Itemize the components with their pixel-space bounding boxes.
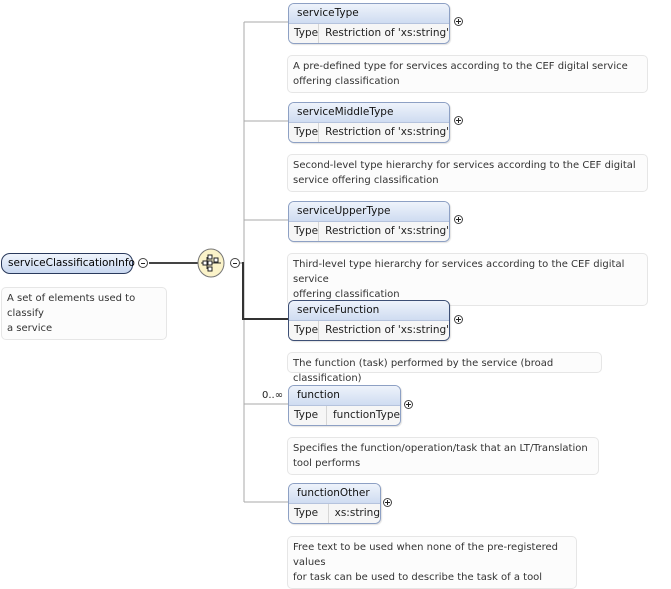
element-name: serviceUpperType: [289, 202, 449, 222]
element-documentation: Free text to be used when none of the pr…: [287, 536, 577, 589]
root-element-serviceClassificationInfo[interactable]: serviceClassificationInfo: [1, 253, 135, 274]
connector-lines: [149, 21, 288, 503]
type-row: Type Restriction of 'xs:string': [289, 222, 449, 241]
expand-icon[interactable]: [383, 498, 392, 507]
element-documentation: The function (task) performed by the ser…: [287, 352, 602, 384]
type-row: Type Restriction of 'xs:string': [289, 24, 449, 43]
element-name: functionOther: [289, 484, 380, 504]
collapse-icon[interactable]: [230, 258, 240, 268]
element-serviceFunction[interactable]: serviceFunction Type Restriction of 'xs:…: [288, 300, 450, 341]
element-name: serviceType: [289, 4, 449, 24]
type-row: Type xs:string: [289, 504, 380, 523]
collapse-icon[interactable]: [138, 258, 148, 268]
sequence-compositor-icon[interactable]: [197, 248, 225, 278]
expand-icon[interactable]: [454, 215, 463, 224]
element-serviceMiddleType[interactable]: serviceMiddleType Type Restriction of 'x…: [288, 102, 450, 143]
element-functionOther[interactable]: functionOther Type xs:string: [288, 483, 381, 524]
element-name: serviceFunction: [289, 301, 449, 321]
element-serviceType[interactable]: serviceType Type Restriction of 'xs:stri…: [288, 3, 450, 44]
element-name: function: [289, 386, 400, 406]
expand-icon[interactable]: [404, 400, 413, 409]
type-row: Type Restriction of 'xs:string': [289, 321, 449, 340]
element-documentation: A pre-defined type for services accordin…: [287, 55, 648, 93]
expand-icon[interactable]: [454, 315, 463, 324]
element-documentation: Second-level type hierarchy for services…: [287, 154, 648, 192]
occurrence-label: 0..∞: [262, 390, 284, 401]
element-documentation: Specifies the function/operation/task th…: [287, 437, 599, 475]
element-documentation: Third-level type hierarchy for services …: [287, 253, 648, 306]
expand-icon[interactable]: [454, 116, 463, 125]
expand-icon[interactable]: [454, 17, 463, 26]
element-serviceUpperType[interactable]: serviceUpperType Type Restriction of 'xs…: [288, 201, 450, 242]
type-row: Type functionType: [289, 406, 400, 425]
root-documentation: A set of elements used to classify a ser…: [1, 287, 167, 340]
element-name: serviceMiddleType: [289, 103, 449, 123]
type-row: Type Restriction of 'xs:string': [289, 123, 449, 142]
root-element-name: serviceClassificationInfo: [8, 257, 135, 269]
element-function[interactable]: function Type functionType: [288, 385, 401, 426]
